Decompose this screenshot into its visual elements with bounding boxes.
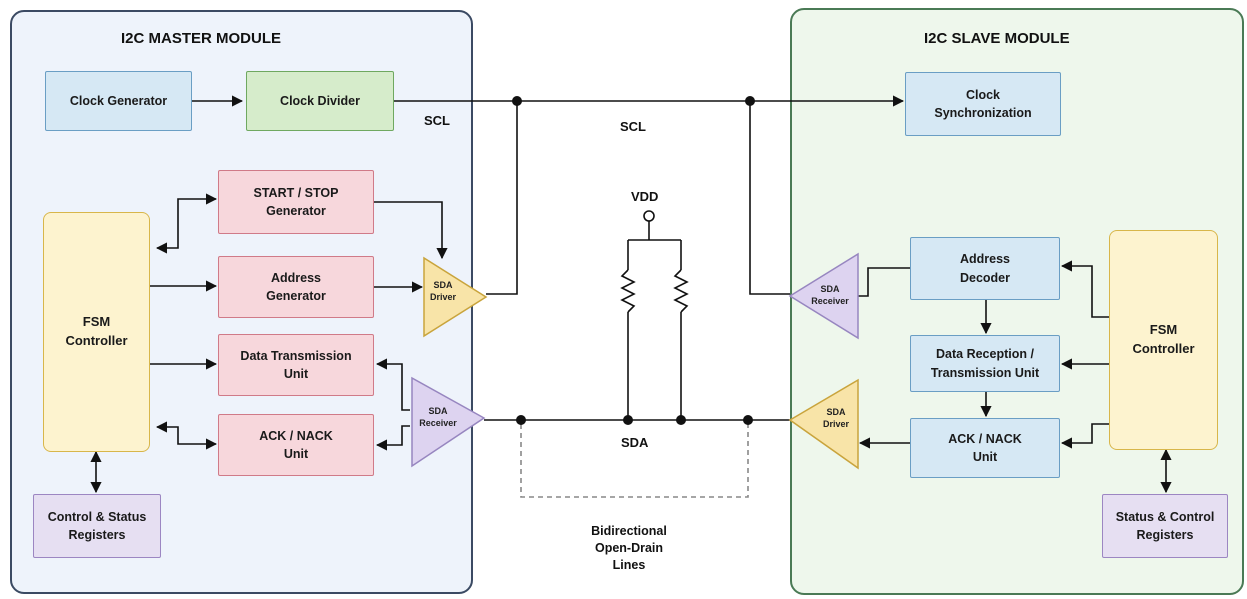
data-reception-block: Data Reception / Transmission Unit: [910, 335, 1060, 392]
scl-bus-label: SCL: [620, 119, 646, 134]
clock-divider-block: Clock Divider: [246, 71, 394, 131]
slave-title: I2C SLAVE MODULE: [924, 30, 1070, 47]
master-fsm-controller: FSM Controller: [43, 212, 150, 452]
slave-sda-driver-label: SDA Driver: [822, 407, 849, 429]
slave-sda-receiver-label: SDA Receiver: [811, 284, 849, 306]
slave-ack-nack-block: ACK / NACK Unit: [910, 418, 1060, 478]
master-scl-label: SCL: [424, 113, 450, 128]
address-decoder-block: Address Decoder: [910, 237, 1060, 300]
sda-bus-label: SDA: [621, 435, 649, 450]
address-generator-block: Address Generator: [218, 256, 374, 318]
vdd-label: VDD: [631, 189, 659, 204]
master-sda-receiver-label: SDA Receiver: [419, 406, 457, 428]
clock-generator-block: Clock Generator: [45, 71, 192, 131]
status-control-registers: Status & Control Registers: [1102, 494, 1228, 558]
control-status-registers: Control & Status Registers: [33, 494, 161, 558]
master-sda-driver-label: SDA Driver: [429, 280, 456, 302]
start-stop-generator-block: START / STOP Generator: [218, 170, 374, 234]
open-drain-note: Bidirectional Open-Drain Lines: [591, 524, 667, 572]
data-transmission-block: Data Transmission Unit: [218, 334, 374, 396]
master-title: I2C MASTER MODULE: [121, 30, 282, 47]
clock-synchronization-block: Clock Synchronization: [905, 72, 1061, 136]
slave-fsm-controller: FSM Controller: [1109, 230, 1218, 450]
master-ack-nack-block: ACK / NACK Unit: [218, 414, 374, 476]
